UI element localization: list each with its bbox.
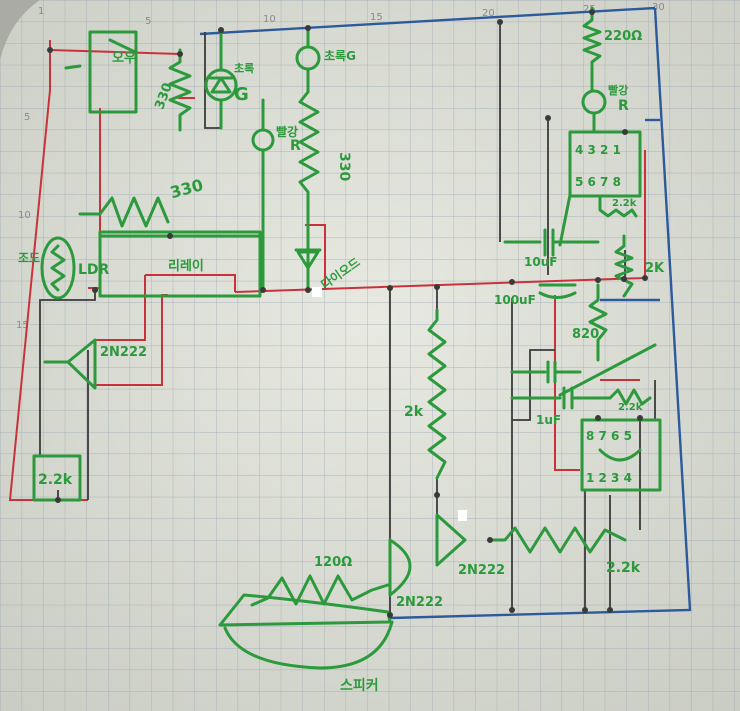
grid-num-top-5: 5 [145,16,151,27]
component-labels: 오우 330 초록 G 초록G 빨강 R 330 330 LDR 조도 리레이 … [18,29,665,694]
label-r-330-mid: 330 [336,152,352,181]
label-led-g-top-prefix: 초록 [234,62,254,75]
transistor-bottom [388,538,412,597]
grid-num-top-15: 15 [370,12,383,23]
grid-num-left-15: 15 [16,320,29,331]
label-led-g-right: 초록G [324,48,356,63]
label-ic-bottom-row2: 1 2 3 4 [586,471,632,485]
resistor-2-2k-ic2 [608,388,652,406]
label-r-2-2k-ic2: 2.2k [618,402,643,413]
grid-num-left-5: 5 [24,112,30,123]
label-transistor-left: 2N222 [100,345,147,360]
label-relay: 리레이 [168,258,204,274]
resistor-330-mid [298,90,320,227]
label-transistor-center: 2N222 [458,563,505,578]
label-led-r-right-prefix: 빨강 [608,83,628,97]
marker-white [458,510,467,521]
transistor-left [66,338,97,390]
label-r-2-2k-left: 2.2k [38,472,73,488]
label-r-2-2k-bottom: 2.2k [606,560,641,576]
label-cap-100uf: 100uF [494,293,536,307]
resistor-2k-center [427,308,447,480]
resistor-2-2k-bottom [488,526,627,554]
marker-white [312,287,322,297]
junction-dots [47,9,648,618]
transistor-center [435,513,467,567]
label-ic-top-row2: 5 6 7 8 [575,175,621,189]
switch-box [88,30,138,114]
green-components [32,6,662,670]
grid-num-top-20: 20 [482,8,495,19]
label-transistor-bottom: 2N222 [396,595,443,610]
resistor-220 [582,6,602,92]
ic-top [568,130,642,198]
label-r-820: 820 [572,327,599,342]
blue-wires [199,6,692,620]
label-switch: 오우 [112,51,136,66]
label-led-r-prefix: 빨강 [276,124,298,139]
label-speaker: 스피커 [340,678,379,694]
cap-100uf [538,283,577,299]
label-r-2-2k-ic: 2.2k [612,198,637,209]
diode [294,223,322,292]
grid-num-top-25: 25 [583,4,596,15]
grid-num-left-10: 10 [18,210,31,221]
label-ic-top-row1: 4 3 2 1 [575,143,621,157]
label-led-g-top: G [234,84,249,105]
resistor-120 [250,574,390,607]
cap-1uf [510,386,612,410]
label-r-2k-center: 2k [404,404,424,420]
label-cap-10uf: 10uF [524,255,557,269]
label-ic-bottom-row1: 8 7 6 5 [586,429,632,443]
resistor-2-2k-ic [598,194,638,218]
cap-0-1 [510,360,582,384]
label-led-r: R [290,138,301,154]
resistor-330-left [168,48,192,132]
cap-10uf [503,228,600,257]
grid-num-top-30: 30 [652,2,665,13]
ldr [40,236,76,300]
paper-corner-shadow [0,0,40,60]
label-cap-1uf: 1uF [536,413,561,427]
label-r-220: 220Ω [604,29,642,44]
grid-num-top-10: 10 [263,14,276,25]
label-led-r-right: R [618,98,629,114]
relay-box [98,230,262,298]
ic-bottom [580,418,662,492]
label-ldr-left: 조도 [18,251,40,265]
label-ldr: LDR [78,262,110,278]
label-r-120: 120Ω [314,555,352,570]
grid-numbers: 1 5 10 15 20 25 30 5 10 15 [16,2,665,331]
red-wires [8,40,646,501]
speaker [218,593,392,627]
resistor-2k-right [614,234,634,298]
grid-num-top-1: 1 [38,6,44,17]
resistor-330-upper [78,196,170,228]
resistor-820 [588,283,608,362]
label-r-2k-right: 2K [645,261,665,276]
